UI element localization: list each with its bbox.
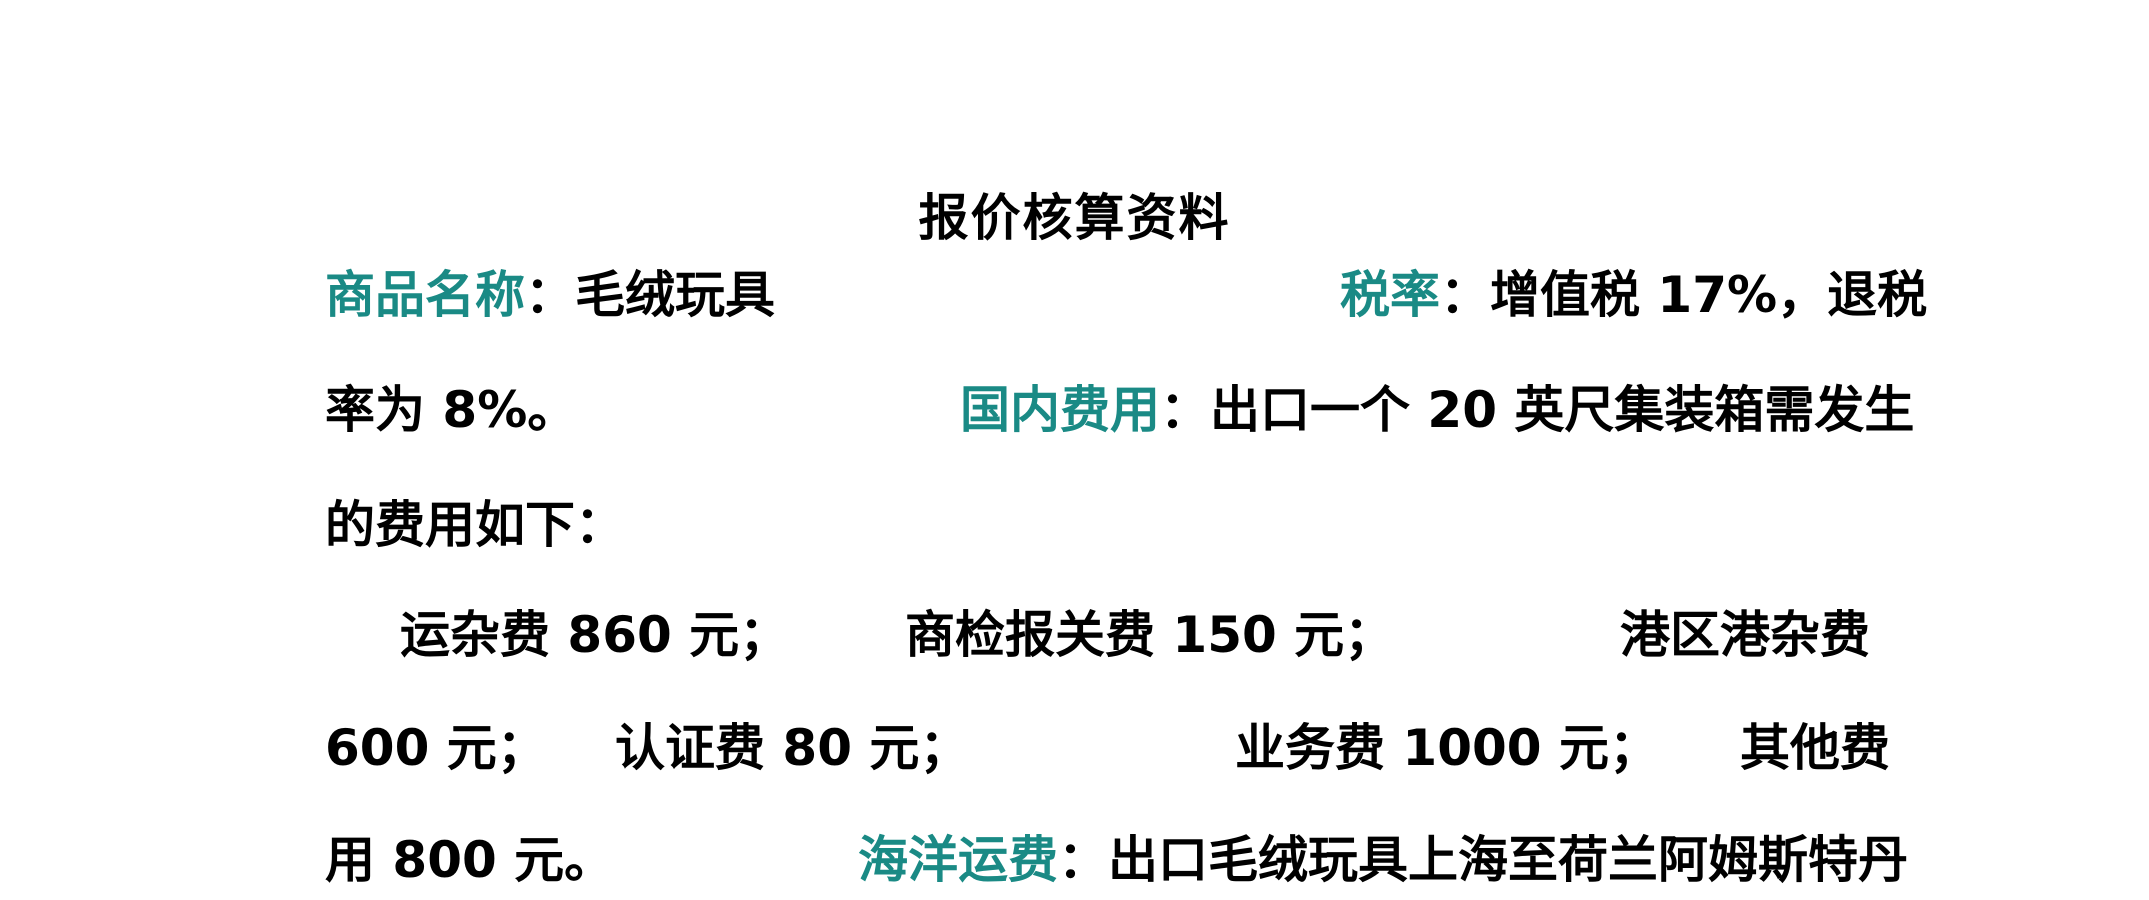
product-name-label: 商品名称 bbox=[325, 266, 525, 324]
domestic-cost-value: ：出口一个 20 英尺集装箱需发生 bbox=[1160, 381, 1915, 439]
domestic-cost-label: 国内费用 bbox=[960, 381, 1160, 439]
fee-other-amount: 用 800 元。 bbox=[325, 831, 615, 889]
fee-intro-text: 的费用如下： bbox=[325, 496, 625, 554]
line-product-tax: 商品名称 ：毛绒玩具 税率 ：增值税 17%，退税 bbox=[0, 265, 2149, 335]
product-name-value: ：毛绒玩具 bbox=[525, 266, 775, 324]
fee-port-charges: 港区港杂费 bbox=[1620, 606, 1870, 664]
tax-rate-value: ：增值税 17%，退税 bbox=[1440, 266, 1928, 324]
document-title: 报价核算资料 bbox=[918, 189, 1231, 247]
line-fees-1: 运杂费 860 元； 商检报关费 150 元； 港区港杂费 bbox=[0, 605, 2149, 675]
fee-business: 业务费 1000 元； bbox=[1235, 719, 1659, 777]
fee-certification: 认证费 80 元； bbox=[615, 719, 970, 777]
tax-rate-label: 税率 bbox=[1340, 266, 1440, 324]
line-fee-intro: 的费用如下： bbox=[0, 495, 2149, 565]
fee-port-charges-amount: 600 元； bbox=[325, 719, 547, 777]
fee-misc-transport: 运杂费 860 元； bbox=[400, 606, 790, 664]
fee-other: 其他费 bbox=[1740, 719, 1890, 777]
ocean-freight-label: 海洋运费 bbox=[858, 831, 1058, 889]
ocean-freight-value: ：出口毛绒玩具上海至荷兰阿姆斯特丹 bbox=[1058, 831, 1908, 889]
line-tax-domestic: 率为 8%。 国内费用 ：出口一个 20 英尺集装箱需发生 bbox=[0, 380, 2149, 450]
fee-inspection-customs: 商检报关费 150 元； bbox=[905, 606, 1395, 664]
line-fees-2: 600 元； 认证费 80 元； 业务费 1000 元； 其他费 bbox=[0, 718, 2149, 788]
tax-rate-continued: 率为 8%。 bbox=[325, 381, 578, 439]
line-fees-3: 用 800 元。 海洋运费 ：出口毛绒玩具上海至荷兰阿姆斯特丹 bbox=[0, 830, 2149, 900]
